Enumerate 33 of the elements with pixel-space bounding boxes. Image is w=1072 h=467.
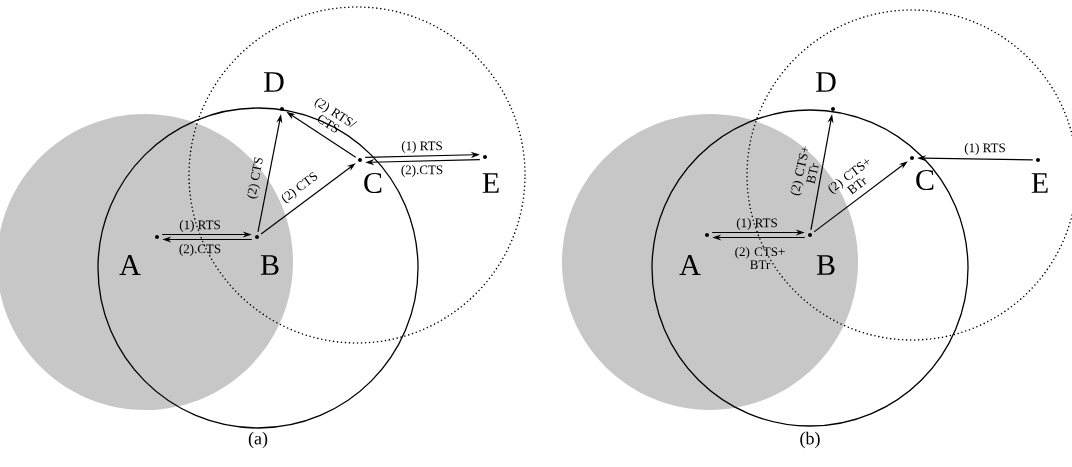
station: A	[679, 233, 709, 275]
edge-label: (2) CTS	[282, 171, 318, 204]
node-label: B	[260, 255, 279, 275]
node-label: A	[679, 255, 701, 275]
station: C	[358, 158, 382, 194]
station: B	[255, 235, 279, 275]
edge-label: (2) CTS	[246, 157, 263, 199]
node-label: E	[1031, 173, 1048, 193]
node-label: B	[816, 255, 835, 275]
node-label: A	[119, 255, 141, 275]
station: D	[816, 72, 836, 111]
edge-label: (2) CTS+ BTr	[735, 246, 785, 269]
edge-label: (2).CTS	[179, 244, 221, 256]
panel-label: (a)	[248, 431, 268, 449]
edge-label: (1) RTS	[736, 218, 777, 230]
panel-label: (b)	[800, 431, 820, 449]
station: A	[119, 235, 159, 275]
edge-label: (2) CTS+ BTr	[828, 159, 870, 195]
edge-label: (2).CTS	[401, 165, 443, 177]
edge-label: (2) CTS+ BTr	[790, 146, 819, 196]
node-label: C	[916, 169, 934, 191]
station: B	[808, 233, 835, 275]
edge-label: (1) RTS	[401, 141, 442, 153]
node-label: D	[264, 72, 284, 92]
station: E	[482, 155, 499, 193]
node-label: E	[482, 173, 499, 193]
station: D	[264, 72, 284, 111]
station: C	[910, 156, 934, 191]
node-label: D	[816, 72, 836, 92]
station: E	[1031, 158, 1048, 193]
node-label: C	[364, 172, 382, 194]
edge-label: (1) RTS	[964, 143, 1005, 155]
edge-label: (1) RTS	[179, 220, 220, 232]
